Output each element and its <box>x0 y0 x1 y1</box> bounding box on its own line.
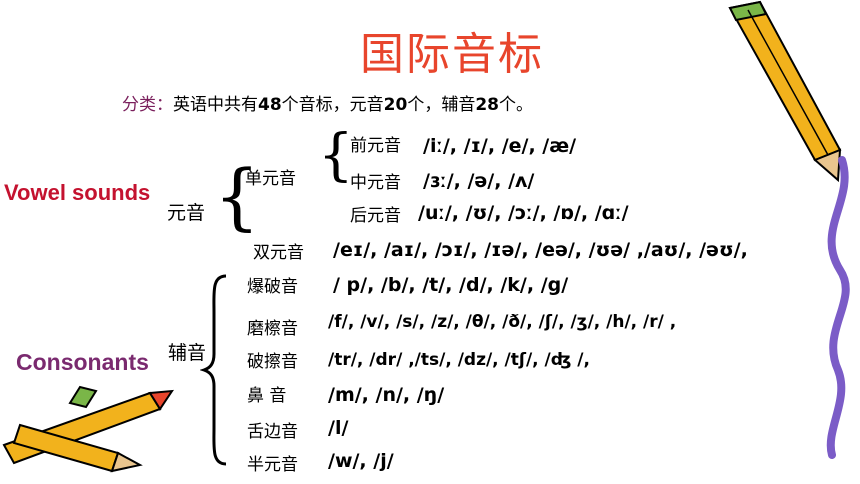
front-vowel-symbols: /iː/, /ɪ/, /e/, /æ/ <box>423 135 577 157</box>
semivowel-label: 半元音 <box>247 455 298 475</box>
summary-line: 分类：英语中共有48个音标，元音20个，辅音28个。 <box>122 95 534 115</box>
diphthong-label: 双元音 <box>253 243 304 263</box>
pencil-decoration-left <box>2 385 174 473</box>
fricative-label: 磨檫音 <box>247 319 298 339</box>
monophthong-brace: { <box>318 123 354 188</box>
back-vowel-label: 后元音 <box>350 206 401 226</box>
lateral-symbols: /l/ <box>328 417 349 439</box>
consonant-brace <box>200 274 227 466</box>
fricative-symbols: /f/, /v/, /s/, /z/, /θ/, /ð/, /ʃ/, /ʒ/, … <box>328 312 677 332</box>
vowel-brace: { <box>214 154 260 238</box>
vowel-category: 元音 <box>167 202 206 224</box>
back-vowel-symbols: /uː/, /ʊ/, /ɔː/, /ɒ/, /ɑː/ <box>418 202 629 224</box>
vowel-sounds-label: Vowel sounds <box>4 180 151 205</box>
consonants-label: Consonants <box>16 349 149 375</box>
pencil-decoration-right <box>728 0 850 459</box>
front-vowel-label: 前元音 <box>350 136 401 156</box>
central-vowel-label: 中元音 <box>350 173 401 193</box>
nasal-label: 鼻 音 <box>247 386 287 406</box>
semivowel-symbols: /w/, /j/ <box>328 450 394 472</box>
plosive-label: 爆破音 <box>247 277 298 297</box>
affricate-label: 破擦音 <box>247 352 298 372</box>
plosive-symbols: / p/, /b/, /t/, /d/, /k/, /g/ <box>333 274 569 296</box>
diphthong-symbols: /eɪ/, /aɪ/, /ɔɪ/, /ɪə/, /eə/, /ʊə/ ,/aʊ/… <box>333 239 748 261</box>
nasal-symbols: /m/, /n/, /ŋ/ <box>328 384 445 406</box>
page-title: 国际音标 <box>360 29 544 80</box>
affricate-symbols: /tr/, /dr/ ,/ts/, /dz/, /tʃ/, /ʤ /, <box>328 350 590 370</box>
lateral-label: 舌边音 <box>247 422 298 442</box>
summary-label: 分类： <box>122 95 173 115</box>
consonant-category: 辅音 <box>168 342 207 364</box>
central-vowel-symbols: /ɜː/, /ə/, /ʌ/ <box>423 170 535 192</box>
monophthong-label: 单元音 <box>245 169 296 189</box>
